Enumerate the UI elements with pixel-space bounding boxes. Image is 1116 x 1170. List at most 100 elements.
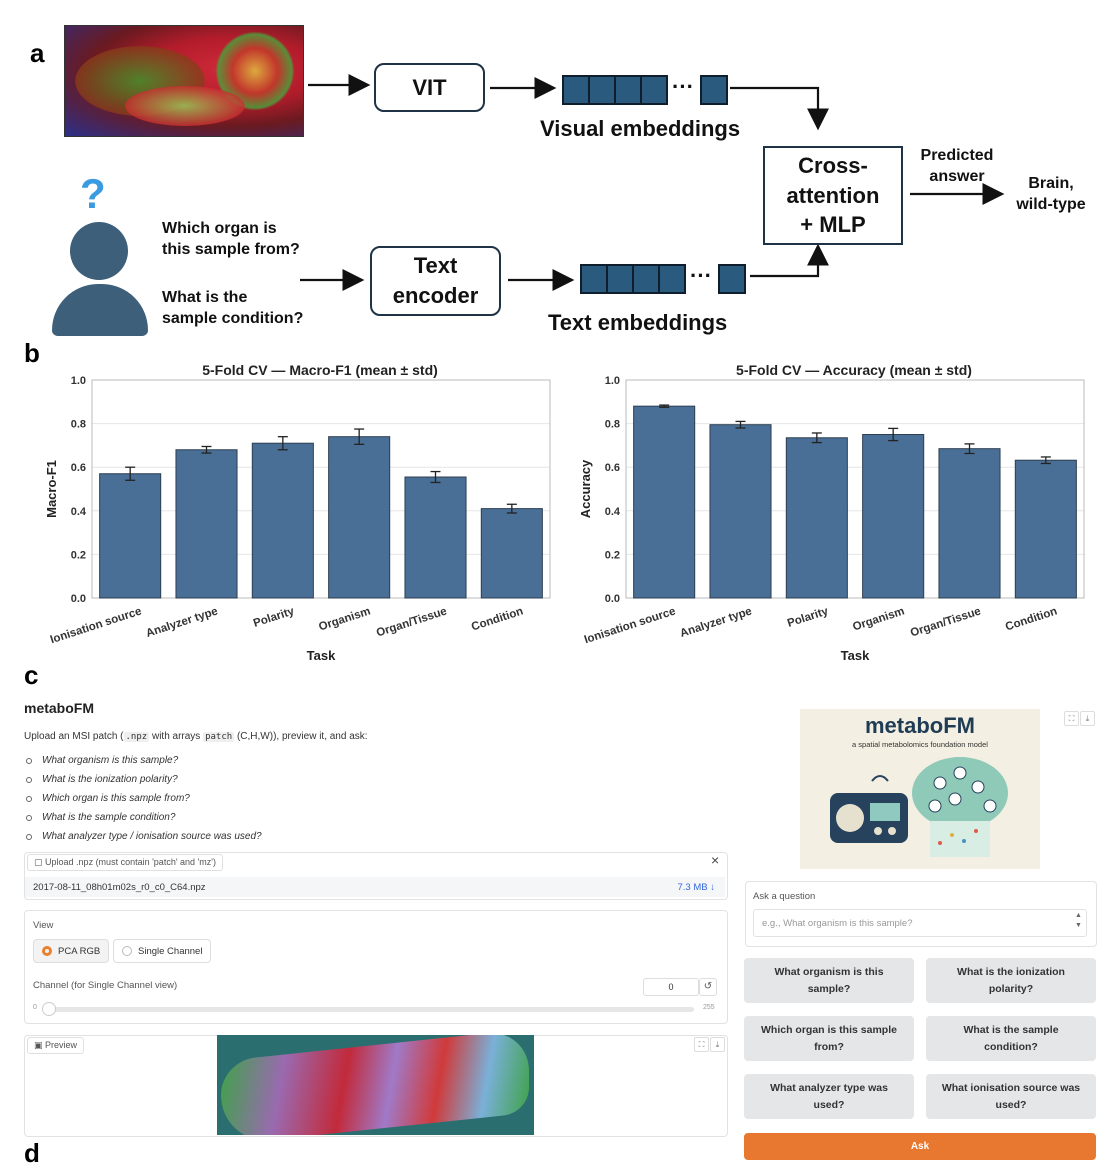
- vit-box: VIT: [374, 63, 485, 112]
- question-input[interactable]: e.g., What organism is this sample?: [753, 909, 1087, 937]
- cross-attention-line3: + MLP: [800, 212, 866, 238]
- list-item: What is the ionization polarity?: [24, 770, 262, 789]
- bar: [251, 442, 314, 599]
- bar: [709, 424, 772, 599]
- quick-question-button[interactable]: Which organ is this sample from?: [744, 1016, 914, 1061]
- logo-illustration: [830, 757, 1008, 857]
- ellipsis: ···: [690, 263, 712, 288]
- bar: [404, 476, 467, 599]
- ellipsis: ···: [672, 74, 694, 99]
- list-item: Which organ is this sample from?: [24, 789, 262, 808]
- x-tick-label: Condition: [470, 605, 525, 633]
- text-embedding-cells: ···: [580, 263, 746, 295]
- x-axis-label: Task: [841, 648, 870, 663]
- bar: [328, 436, 391, 599]
- quick-question-button[interactable]: What analyzer type was used?: [744, 1074, 914, 1119]
- x-axis-label: Task: [307, 648, 336, 663]
- file-name: 2017-08-11_08h01m02s_r0_c0_C64.npz: [33, 881, 206, 893]
- y-tick-label: 0.8: [605, 419, 620, 431]
- x-tick-label: Analyzer type: [145, 605, 220, 640]
- bar: [480, 508, 543, 599]
- plot-frame: [91, 379, 551, 599]
- y-axis-label: Macro-F1: [44, 460, 59, 518]
- channel-slider[interactable]: [48, 1007, 694, 1012]
- download-icon[interactable]: ⤓: [710, 1037, 725, 1052]
- uploaded-file-row[interactable]: 2017-08-11_08h01m02s_r0_c0_C64.npz 7.3 M…: [25, 877, 725, 897]
- panel-label-c: c: [24, 660, 39, 690]
- list-item: What analyzer type / ionisation source w…: [24, 827, 262, 846]
- x-tick-label: Organism: [317, 605, 372, 633]
- ask-button[interactable]: Ask: [744, 1133, 1096, 1160]
- slider-max: 255: [703, 1004, 715, 1011]
- y-tick-label: 0.6: [71, 462, 86, 474]
- x-tick-label: Ionisation source: [49, 605, 143, 646]
- fullscreen-icon[interactable]: ⛶: [694, 1037, 709, 1052]
- radio-pca-rgb[interactable]: PCA RGB: [33, 939, 110, 963]
- channel-number-input[interactable]: 0: [643, 978, 699, 996]
- close-icon[interactable]: ×: [711, 852, 720, 868]
- answer-label: Brain,wild-type: [1016, 175, 1086, 213]
- text-embeddings-label: Text embeddings: [548, 310, 728, 335]
- reset-icon[interactable]: ↺: [699, 978, 717, 996]
- panel-label-d: d: [24, 1138, 40, 1168]
- y-tick-label: 0.2: [605, 549, 620, 561]
- x-tick-label: Polarity: [786, 605, 830, 630]
- y-tick-label: 0.2: [71, 549, 86, 561]
- user-icon: ?: [50, 170, 150, 340]
- slider-thumb[interactable]: [42, 1002, 56, 1016]
- y-tick-label: 0.4: [605, 506, 621, 518]
- app-description: Upload an MSI patch (.npz with arrays pa…: [24, 731, 368, 742]
- quick-question-button[interactable]: What ionisation source was used?: [926, 1074, 1096, 1119]
- logo-card: metaboFM a spatial metabolomics foundati…: [800, 709, 1040, 869]
- list-item: What is the sample condition?: [24, 808, 262, 827]
- x-tick-label: Polarity: [252, 605, 296, 630]
- x-tick-label: Organ/Tissue: [375, 605, 448, 639]
- chart2-title: 5-Fold CV — Accuracy (mean ± std): [736, 362, 972, 378]
- x-tick-label: Analyzer type: [679, 605, 754, 640]
- y-tick-label: 1.0: [605, 375, 620, 387]
- visual-embedding-cells: ···: [562, 74, 728, 106]
- bar: [785, 437, 848, 599]
- bar: [1014, 459, 1077, 599]
- bar: [633, 405, 696, 599]
- brain-msi-image: [64, 25, 304, 137]
- file-icon: ▢: [34, 857, 43, 867]
- logo-title: metaboFM: [865, 713, 975, 738]
- text-encoder-line2: encoder: [392, 283, 479, 308]
- y-tick-label: 0.0: [71, 593, 86, 605]
- x-tick-label: Condition: [1004, 605, 1059, 633]
- quick-question-button[interactable]: What organism is this sample?: [744, 958, 914, 1003]
- bar: [99, 473, 162, 599]
- upload-label: ▢ Upload .npz (must contain 'patch' and …: [27, 854, 223, 871]
- channel-label: Channel (for Single Channel view): [33, 980, 178, 991]
- bar: [862, 434, 925, 599]
- y-tick-label: 1.0: [71, 375, 86, 387]
- preview-image: [217, 1035, 534, 1135]
- question-mark-icon: ?: [80, 170, 106, 217]
- x-tick-label: Ionisation source: [583, 605, 677, 646]
- panel-label-a: a: [30, 38, 45, 68]
- logo-fullscreen-icon[interactable]: ⛶: [1064, 711, 1079, 726]
- quick-question-button[interactable]: What is the ionization polarity?: [926, 958, 1096, 1003]
- view-label: View: [33, 920, 54, 931]
- logo-download-icon[interactable]: ⤓: [1080, 711, 1095, 726]
- y-tick-label: 0.0: [605, 593, 620, 605]
- bar: [938, 448, 1001, 599]
- plot-frame: [625, 379, 1085, 599]
- file-size-download[interactable]: 7.3 MB ↓: [677, 881, 716, 893]
- bar: [175, 449, 238, 599]
- radio-single-channel[interactable]: Single Channel: [113, 939, 212, 963]
- vit-label: VIT: [412, 74, 447, 100]
- ask-label: Ask a question: [753, 891, 816, 902]
- text-encoder-line1: Text: [413, 253, 458, 279]
- scroll-arrows-icon[interactable]: ▲▼: [1075, 912, 1082, 929]
- quick-question-button[interactable]: What is the sample condition?: [926, 1016, 1096, 1061]
- y-axis-label: Accuracy: [578, 459, 593, 518]
- x-tick-label: Organism: [851, 605, 906, 633]
- logo-subtitle: a spatial metabolomics foundation model: [852, 740, 988, 749]
- image-icon: ▣: [34, 1040, 43, 1050]
